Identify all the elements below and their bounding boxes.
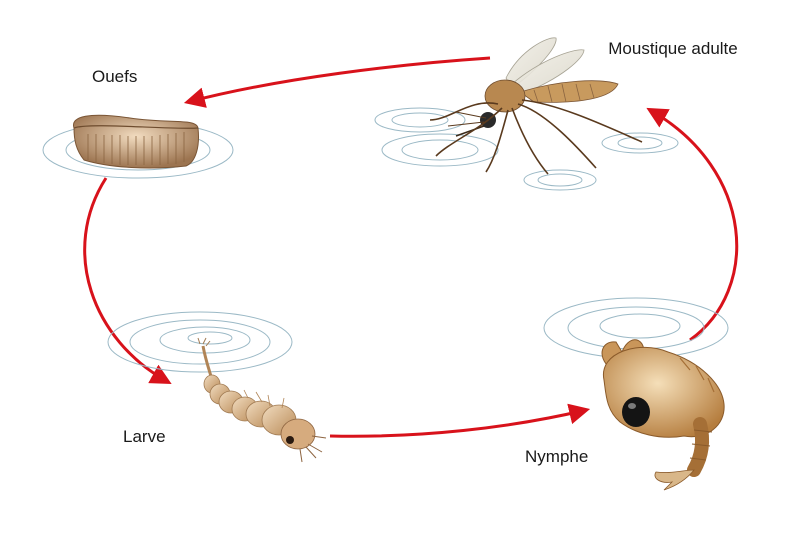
arrow-larva-to-pupa <box>329 403 591 438</box>
larva-icon <box>197 337 327 463</box>
arrow-eggs-to-larva <box>83 177 172 385</box>
pupa-icon <box>601 339 725 491</box>
larva-ripples <box>107 311 293 373</box>
cycle-arrows <box>83 56 739 438</box>
stage-label-eggs: Ouefs <box>92 67 138 86</box>
stage-label-pupa: Nymphe <box>525 447 589 466</box>
arrow-adult-to-eggs <box>183 56 491 108</box>
adult-ripples <box>374 107 679 191</box>
stage-label-adult: Moustique adulte <box>608 39 738 58</box>
water-ripples <box>42 107 729 373</box>
arrow-pupa-to-adult <box>646 107 739 342</box>
stage-label-larva: Larve <box>123 427 166 446</box>
mosquito-legs <box>429 99 643 175</box>
egg-raft-icon <box>73 114 199 169</box>
mosquito-icon <box>429 37 643 175</box>
